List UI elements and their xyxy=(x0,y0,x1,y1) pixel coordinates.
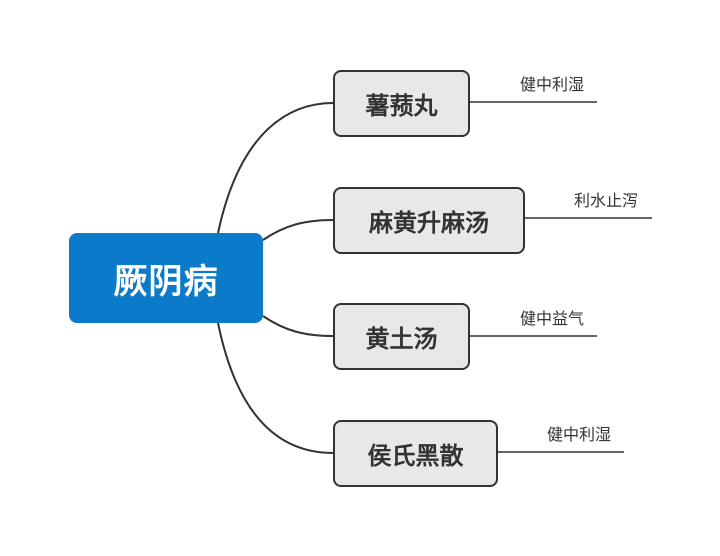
connector-root-to-branch-3 xyxy=(262,315,334,337)
root-topic[interactable]: 厥阴病 xyxy=(69,233,263,323)
connector-root-to-branch-1 xyxy=(217,102,334,234)
branch-topic-4[interactable]: 侯氏黑散 xyxy=(333,420,498,487)
branch-topic-1[interactable]: 薯蓣丸 xyxy=(333,70,470,137)
branch-note-4[interactable]: 健中利湿 xyxy=(546,425,611,444)
branch-topic-2[interactable]: 麻黄升麻汤 xyxy=(333,187,525,254)
connector-root-to-branch-2 xyxy=(262,219,334,241)
branch-note-1[interactable]: 健中利湿 xyxy=(519,75,584,94)
branch-topic-3[interactable]: 黄土汤 xyxy=(333,303,470,370)
connector-root-to-branch-4 xyxy=(217,322,334,454)
branch-note-3[interactable]: 健中益气 xyxy=(519,309,584,328)
branch-note-2[interactable]: 利水止泻 xyxy=(573,191,638,210)
